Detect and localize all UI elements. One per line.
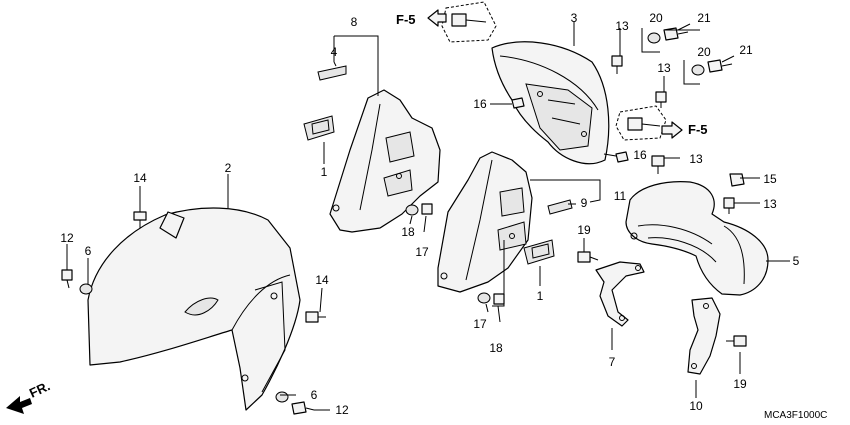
callout-9: 9 — [581, 196, 588, 210]
callout-13-top: 13 — [615, 19, 629, 33]
callout-20-upper: 20 — [649, 11, 663, 25]
callout-20-lower: 20 — [697, 45, 711, 59]
callout-5: 5 — [793, 254, 800, 268]
bracket-lower — [687, 297, 721, 375]
callout-19-upper: 19 — [577, 223, 591, 237]
hugger-cowl — [625, 181, 769, 296]
callout-18-left: 18 — [401, 225, 415, 239]
front-fender — [87, 207, 301, 411]
diagram-code: MCA3F1000C — [764, 410, 827, 421]
callout-17-left: 17 — [415, 245, 429, 259]
callout-12-bottom: 12 — [335, 403, 349, 417]
callout-2: 2 — [225, 161, 232, 175]
callout-13-mid: 13 — [689, 152, 703, 166]
callout-19-lower: 19 — [733, 377, 747, 391]
callout-14-right: 14 — [315, 273, 329, 287]
callout-labels: 2 14 12 6 14 6 12 8 4 1 18 17 3 16 16 13… — [27, 11, 827, 421]
callout-4: 4 — [331, 45, 338, 59]
callout-21-lower: 21 — [739, 43, 753, 57]
callout-17-right: 17 — [473, 317, 487, 331]
reference-label-upper: F-5 — [396, 12, 416, 27]
reference-label-lower: F-5 — [688, 122, 708, 137]
callout-13-second: 13 — [657, 61, 671, 75]
callout-13-right: 13 — [763, 197, 777, 211]
inner-cover — [491, 41, 610, 165]
callout-8: 8 — [351, 15, 358, 29]
callout-6-left: 6 — [85, 244, 92, 258]
callout-15: 15 — [763, 172, 777, 186]
leader-lines — [66, 22, 790, 411]
callout-3: 3 — [571, 11, 578, 25]
reference-boxes — [441, 1, 667, 141]
bracket-upper — [595, 261, 645, 327]
callout-1-right: 1 — [537, 289, 544, 303]
callout-7: 7 — [609, 355, 616, 369]
front-direction-arrow-icon — [6, 396, 32, 414]
callout-1-left: 1 — [321, 165, 328, 179]
left-side-cover — [329, 89, 441, 233]
callout-10: 10 — [689, 399, 703, 413]
callout-11: 11 — [614, 189, 627, 203]
callout-16-lower: 16 — [633, 148, 647, 162]
seal-part-9 — [547, 199, 573, 215]
reference-arrow-lower — [661, 121, 683, 139]
callout-16-upper: 16 — [473, 97, 487, 111]
grommet-part-1-right — [523, 239, 555, 265]
seal-part-4 — [317, 65, 347, 81]
callout-18-right: 18 — [489, 341, 503, 355]
callout-6-bottom: 6 — [311, 388, 318, 402]
direction-label: FR. — [27, 378, 52, 400]
right-side-cover — [437, 151, 533, 293]
reference-arrow-upper — [427, 9, 447, 27]
callout-21-upper: 21 — [697, 11, 711, 25]
callout-14-left: 14 — [133, 171, 147, 185]
callout-12-left: 12 — [60, 231, 74, 245]
grommet-part-1-left — [303, 115, 335, 141]
